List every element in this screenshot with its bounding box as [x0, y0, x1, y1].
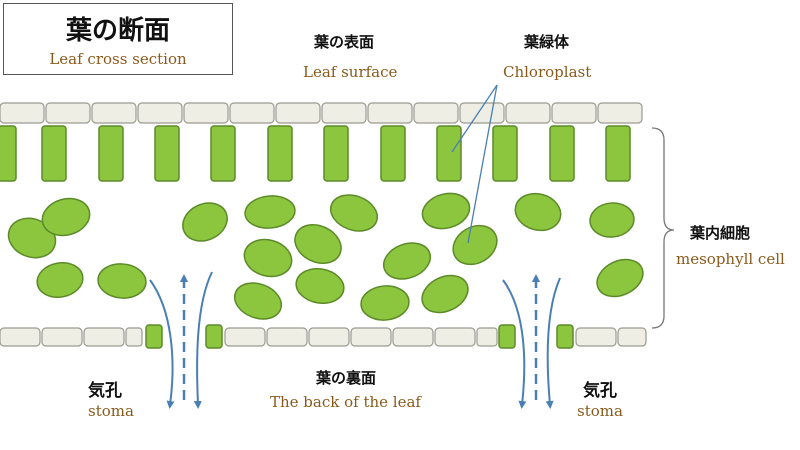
guard-cell-right-b	[556, 324, 574, 349]
guard-cell-right-a	[498, 324, 516, 349]
mesophyll-label-ja: 葉内細胞	[690, 224, 751, 242]
stoma-right-label-en: stoma	[577, 402, 623, 420]
spongy-chloroplasts	[7, 192, 644, 321]
guard-cell-left-b	[205, 324, 223, 349]
leaf-surface-label-ja: 葉の表面	[314, 33, 375, 51]
upper-epidermis	[0, 102, 643, 124]
leaf-back-label-ja: 葉の裏面	[316, 369, 377, 387]
stoma-left-label-ja: 気孔	[88, 381, 122, 401]
chloroplast-label-en: Chloroplast	[503, 63, 592, 81]
guard-cell-left-a	[145, 324, 163, 349]
title-japanese: 葉の断面	[65, 16, 170, 46]
mesophyll-bracket	[651, 127, 675, 329]
palisade-cells	[0, 125, 631, 182]
chloroplast-label-ja: 葉緑体	[524, 33, 570, 51]
leaf-back-label-en: The back of the leaf	[270, 393, 421, 411]
stoma-left-arrows	[149, 271, 213, 409]
stoma-right-label-ja: 気孔	[583, 381, 617, 401]
leaf-surface-label-en: Leaf surface	[303, 63, 398, 81]
mesophyll-label-en: mesophyll cell	[676, 250, 785, 268]
title-box: 葉の断面 Leaf cross section	[3, 3, 233, 75]
lower-epidermis	[0, 324, 647, 349]
title-english: Leaf cross section	[49, 50, 187, 68]
stoma-left-label-en: stoma	[88, 402, 134, 420]
chloroplast-pointer-lines	[451, 84, 498, 244]
stoma-right-arrows	[502, 274, 561, 409]
